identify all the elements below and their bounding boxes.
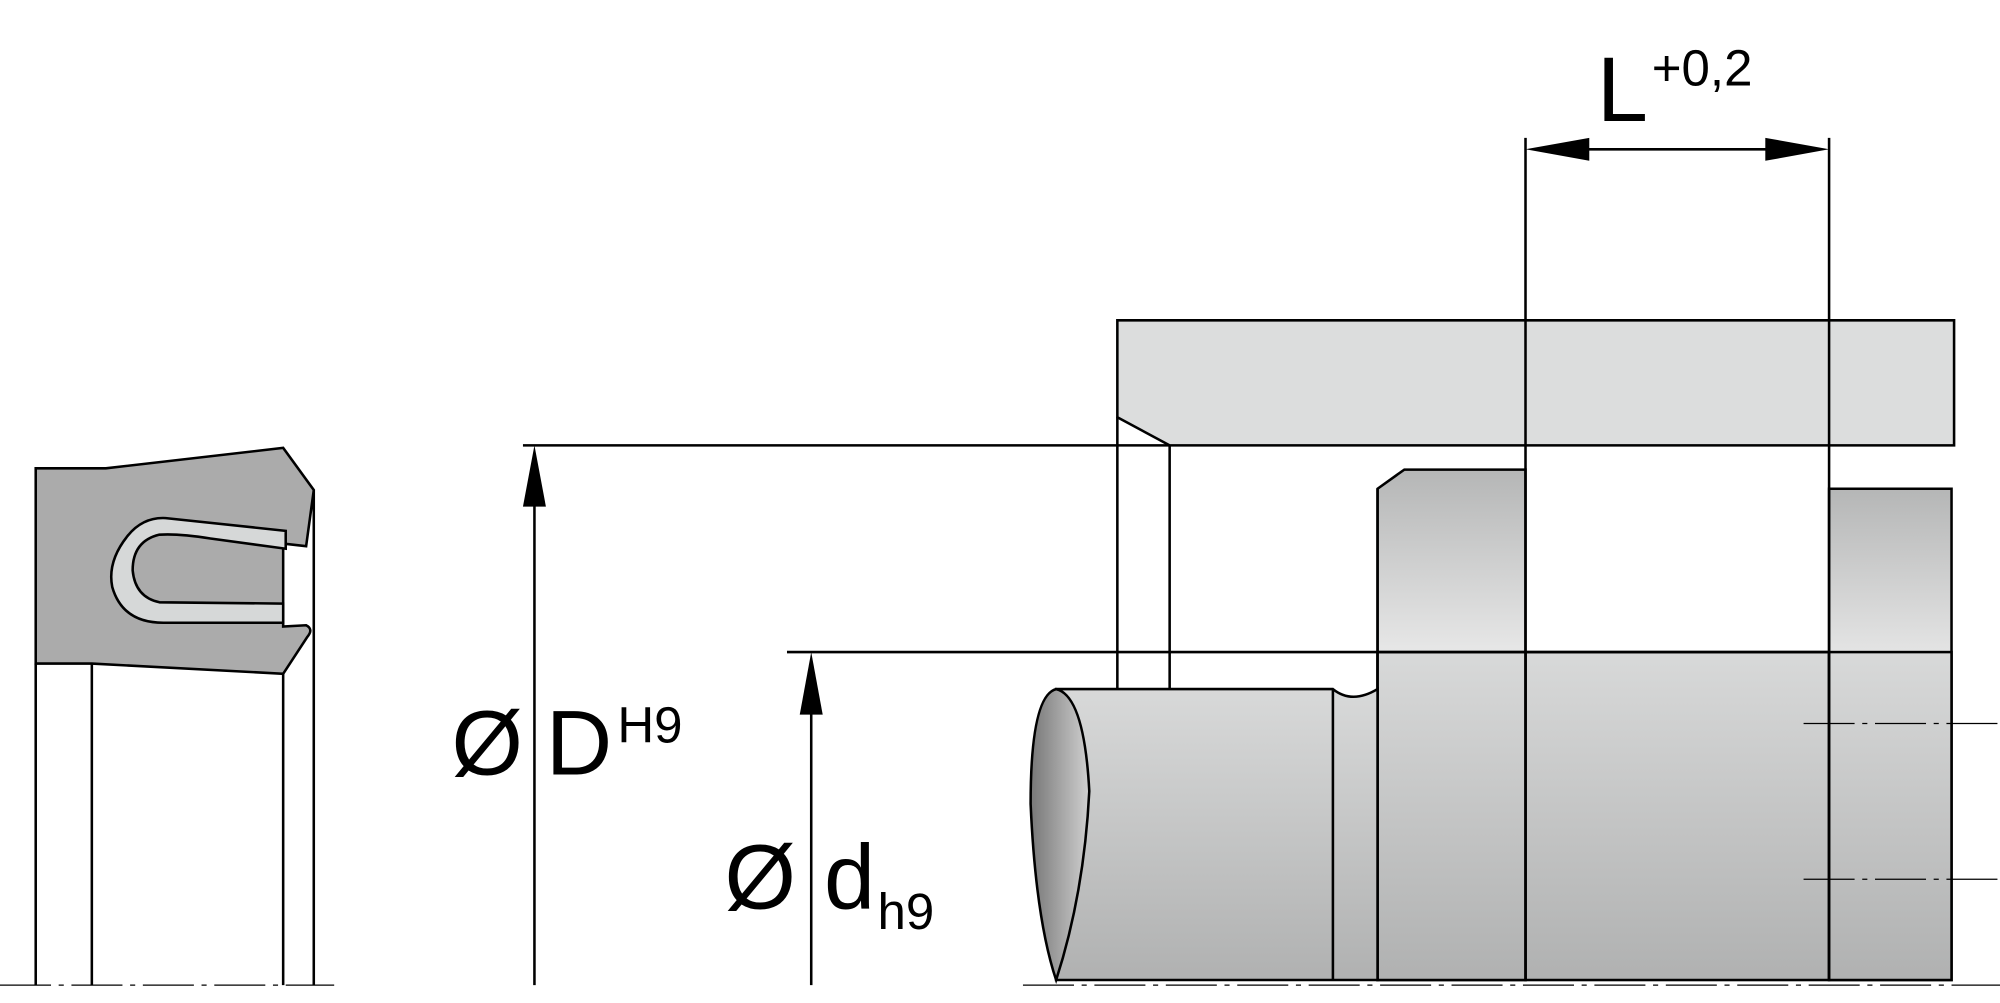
seal-body xyxy=(34,446,316,676)
housing xyxy=(1116,319,1956,690)
length-tolerance: +0,2 xyxy=(1652,39,1753,96)
length-letter: L xyxy=(1597,39,1648,141)
arrow-up-rod xyxy=(799,652,823,715)
seal-profile xyxy=(34,446,316,986)
bore-letter: D xyxy=(546,693,612,795)
arrow-right-length xyxy=(1765,137,1830,161)
diameter-symbol: Ø xyxy=(724,827,795,929)
arrow-left-length xyxy=(1525,137,1590,161)
rod xyxy=(1029,686,1379,985)
groove xyxy=(1376,468,1953,982)
bore-tolerance: H9 xyxy=(617,697,682,754)
arrowheads xyxy=(522,137,1830,715)
rod-diameter-label: Ø d h9 xyxy=(724,827,934,940)
centerlines xyxy=(1022,722,2000,986)
rod-letter: d xyxy=(824,827,875,929)
diameter-symbol: Ø xyxy=(452,693,523,795)
bore-diameter-label: Ø D H9 xyxy=(452,693,683,795)
length-label: L +0,2 xyxy=(1597,39,1753,141)
rod-end-face xyxy=(1029,687,1091,985)
arrow-up-bore xyxy=(522,445,546,507)
rod-tolerance: h9 xyxy=(878,883,935,940)
dimension-lines xyxy=(522,137,1831,986)
spring-energizer xyxy=(110,516,287,625)
